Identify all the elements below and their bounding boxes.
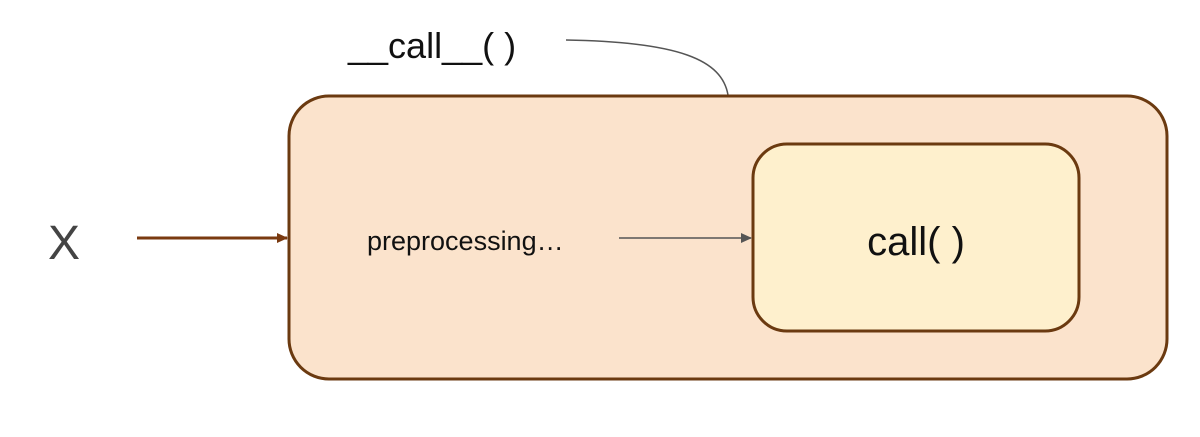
inner-method-label: call( ) xyxy=(867,220,965,264)
preprocessing-label: preprocessing… xyxy=(367,226,564,256)
outer-method-label: __call__( ) xyxy=(347,25,516,66)
callout-connector xyxy=(565,39,729,96)
input-label: X xyxy=(48,217,80,270)
inner-call-box xyxy=(751,142,1081,333)
